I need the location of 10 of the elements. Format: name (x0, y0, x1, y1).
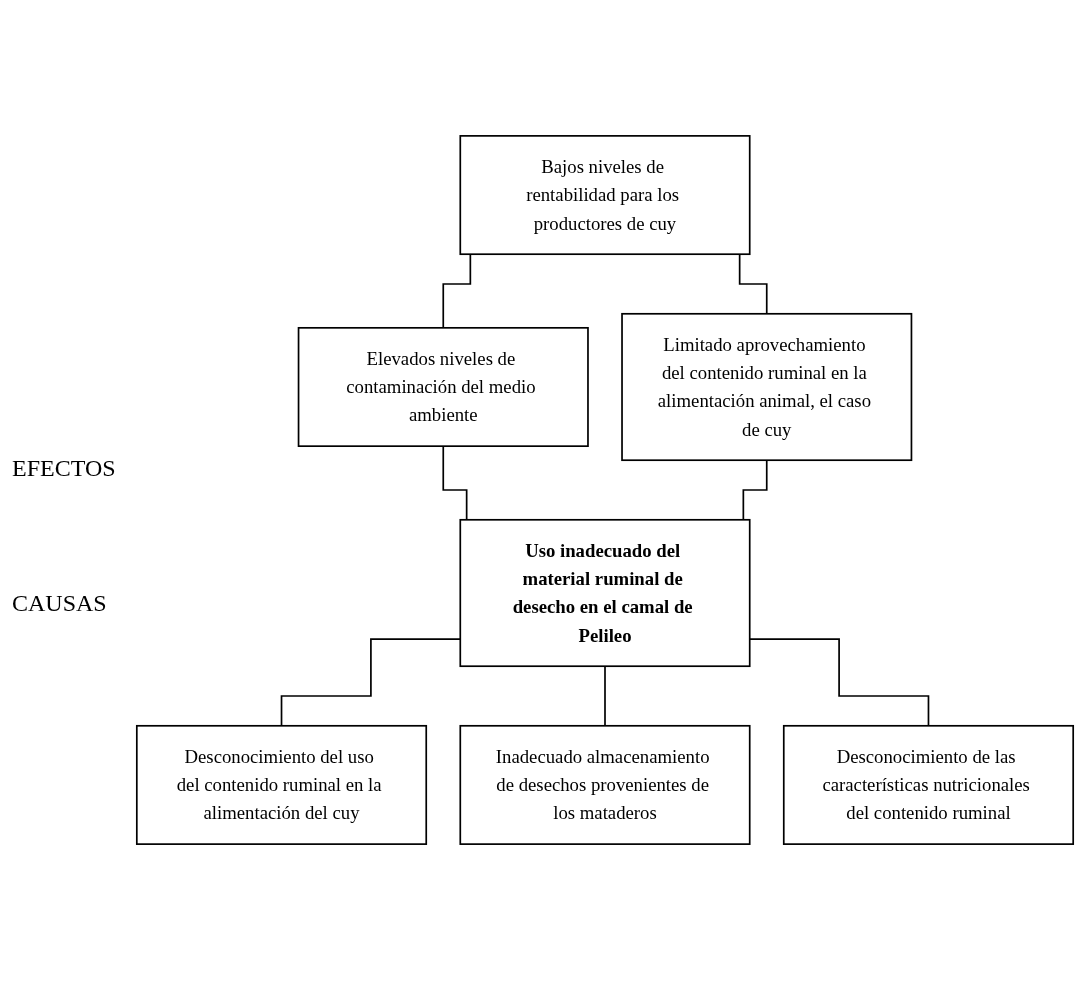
node-box: Bajos niveles de rentabilidad para los productores de cuy (459, 135, 751, 256)
node-box: Uso inadecuado del material ruminal de desecho en el camal de Pelileo (459, 518, 751, 668)
section-label: EFECTOS (12, 455, 116, 482)
connector (604, 665, 606, 727)
node-box: Inadecuado almacenamiento de desechos provenientes de los mataderos (459, 724, 751, 845)
node-box: Desconocimiento de las características nutricionales del contenido ruminal (782, 724, 1075, 845)
node-box: Desconocimiento del uso del contenido ruminal en la alimentación del cuy (135, 724, 428, 845)
section-label: CAUSAS (12, 590, 107, 617)
node-box: Limitado aprovechamiento del contenido ruminal en la alimentación animal, el caso de cuy (621, 312, 913, 462)
node-box: Elevados niveles de contaminación del medio ambiente (297, 327, 589, 447)
